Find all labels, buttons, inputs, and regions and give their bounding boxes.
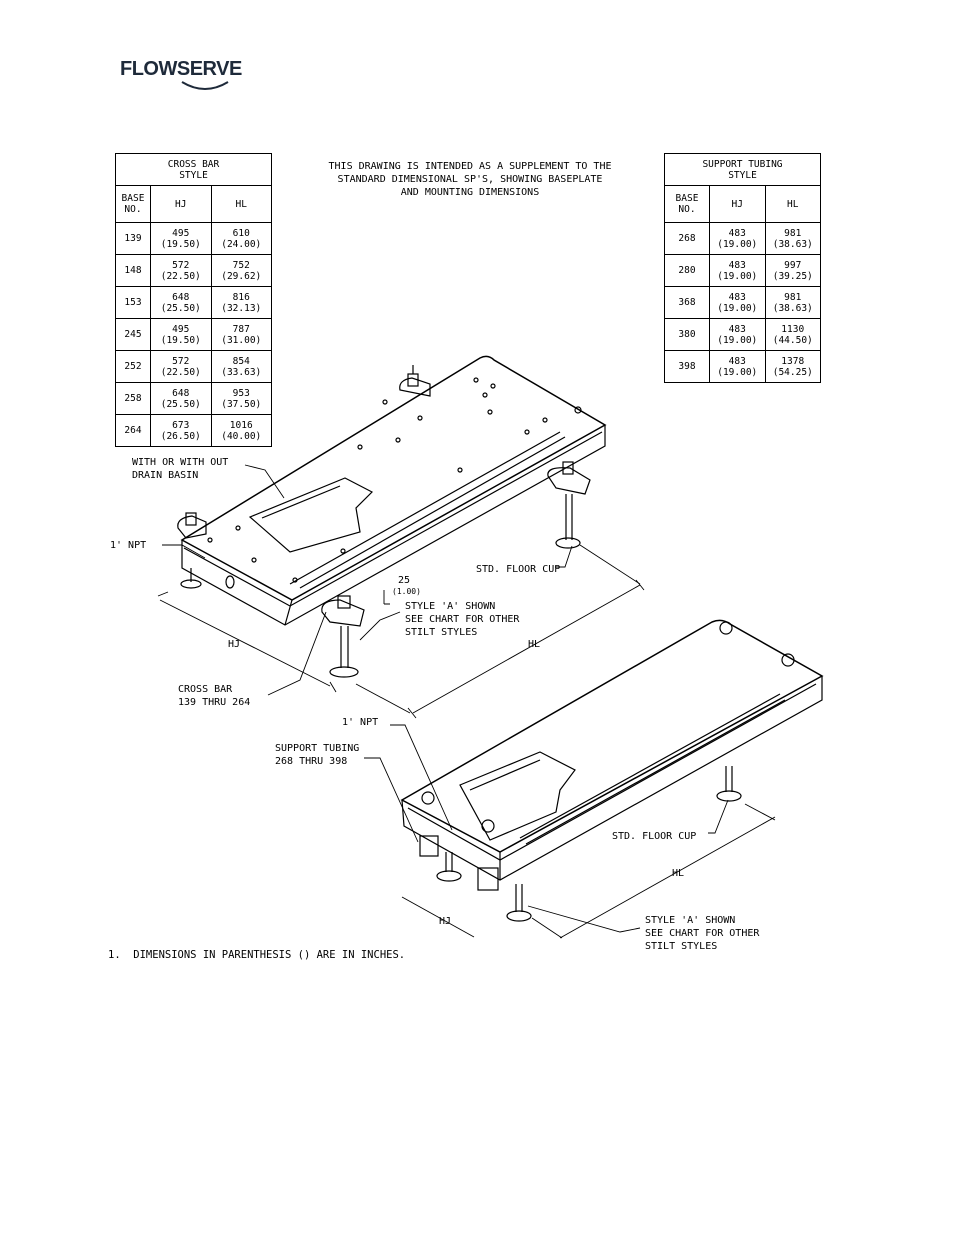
cell-base-no: 264 <box>115 414 151 447</box>
cell-base-no: 245 <box>115 318 151 351</box>
cell-base-no: 268 <box>664 222 710 255</box>
cell-base-no: 280 <box>664 254 710 287</box>
cell-hl: 854(33.63) <box>210 350 272 383</box>
cell-base-no: 368 <box>664 286 710 319</box>
cell-hj: 483(19.00) <box>709 350 766 383</box>
col-header-hl: HL <box>210 185 272 223</box>
label-hl-bottom: HL <box>672 868 685 879</box>
logo-swoosh-icon <box>181 81 229 90</box>
footnote-inches: 1. DIMENSIONS IN PARENTHESIS () ARE IN I… <box>108 949 406 961</box>
cell-hl: 816(32.13) <box>210 286 272 319</box>
bottom-dimensions <box>364 724 776 939</box>
label-floor-cup-bottom: STD. FLOOR CUP <box>612 831 697 842</box>
stilt-front <box>321 595 365 678</box>
stilt-right <box>547 461 591 549</box>
cell-hj: 648(25.50) <box>150 286 212 319</box>
cell-hl: 787(31.00) <box>210 318 272 351</box>
label-hj-top: HJ <box>228 639 241 650</box>
stilt-back <box>399 365 431 397</box>
label-hl-top: HL <box>528 639 541 650</box>
stilt-left <box>177 512 207 589</box>
cell-base-no: 398 <box>664 350 710 383</box>
cell-hl: 1130(44.50) <box>764 318 821 351</box>
cell-hl: 997(39.25) <box>764 254 821 287</box>
cell-hj: 483(19.00) <box>709 318 766 351</box>
cell-base-no: 148 <box>115 254 151 287</box>
label-hj-bottom: HJ <box>439 916 452 927</box>
intro-note: THIS DRAWING IS INTENDED AS A SUPPLEMENT… <box>300 160 640 199</box>
cell-hj: 483(19.00) <box>709 254 766 287</box>
cell-hl: 953(37.50) <box>210 382 272 415</box>
cell-base-no: 258 <box>115 382 151 415</box>
label-dim-25: 25 <box>398 575 411 586</box>
label-floor-cup-top: STD. FLOOR CUP <box>476 564 561 575</box>
cell-hj: 483(19.00) <box>709 222 766 255</box>
cell-hj: 495(19.50) <box>150 222 212 255</box>
flowserve-logo: FLOWSERVE <box>120 56 242 96</box>
label-npt-bottom: 1' NPT <box>342 717 379 728</box>
bottom-baseplate <box>400 619 824 922</box>
cell-hl: 610(24.00) <box>210 222 272 255</box>
cell-hj: 495(19.50) <box>150 318 212 351</box>
cell-hl: 1378(54.25) <box>764 350 821 383</box>
intro-line: STANDARD DIMENSIONAL SP'S, SHOWING BASEP… <box>337 174 603 185</box>
label-dim-25-inches: (1.00) <box>392 587 421 596</box>
label-npt-top: 1' NPT <box>110 540 147 551</box>
cell-hl: 1016(40.00) <box>210 414 272 447</box>
cell-hj: 572(22.50) <box>150 350 212 383</box>
logo-text: FLOWSERVE <box>120 58 242 80</box>
intro-line: THIS DRAWING IS INTENDED AS A SUPPLEMENT… <box>328 161 612 172</box>
cell-base-no: 139 <box>115 222 151 255</box>
top-dimensions <box>157 464 645 719</box>
top-baseplate <box>177 355 607 678</box>
intro-line: AND MOUNTING DIMENSIONS <box>400 187 540 198</box>
cell-hl: 752(29.62) <box>210 254 272 287</box>
cell-base-no: 252 <box>115 350 151 383</box>
